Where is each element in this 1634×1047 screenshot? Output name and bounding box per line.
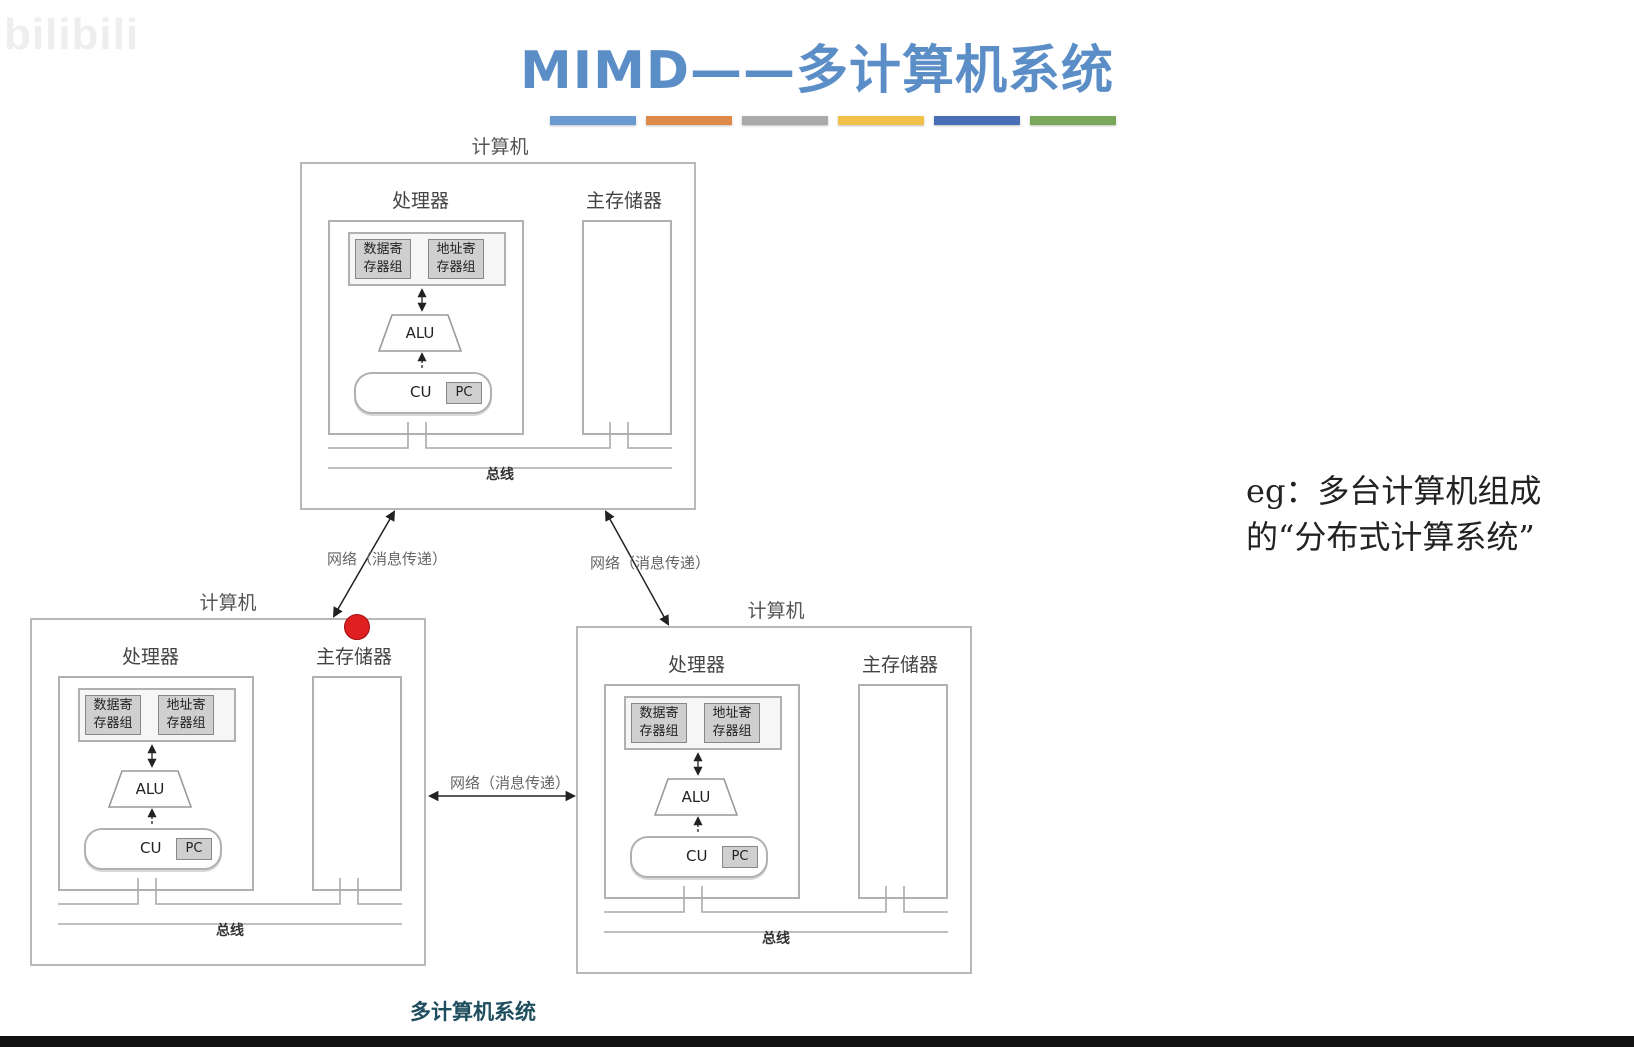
program-counter: PC	[176, 838, 212, 860]
bottom-bar	[0, 1036, 1634, 1047]
computer-right: 处理器 主存储器 数据寄 存器组 地址寄 存器组 ALU CU PC 总线	[576, 626, 972, 974]
alu-label: ALU	[135, 780, 165, 798]
example-note-line-1: eg：多台计算机组成	[1246, 472, 1542, 510]
processor-label: 处理器	[668, 654, 726, 676]
color-bar-6	[1030, 116, 1116, 125]
program-counter: PC	[722, 846, 758, 868]
cu-label: CU	[686, 847, 708, 865]
computer-top-label: 计算机	[471, 136, 529, 158]
control-unit: CU PC	[354, 372, 492, 414]
cu-label: CU	[410, 383, 432, 401]
memory-label: 主存储器	[862, 654, 939, 676]
program-counter: PC	[446, 382, 482, 404]
network-arrow-top-left	[332, 510, 396, 618]
internal-arrows	[147, 744, 157, 824]
computer-right-label: 计算机	[747, 600, 805, 622]
memory-label: 主存储器	[316, 646, 393, 668]
alu-label: ALU	[681, 788, 711, 806]
processor-box: 数据寄 存器组 地址寄 存器组 ALU CU PC	[328, 220, 524, 435]
processor-label: 处理器	[392, 190, 450, 212]
slide-title: MIMD——多计算机系统	[519, 41, 1114, 101]
computer-top: 处理器 主存储器 数据寄 存器组 地址寄 存器组 ALU CU PC 总线	[300, 162, 696, 510]
main-memory-box	[858, 684, 948, 899]
alu-label: ALU	[405, 324, 435, 342]
alu-shape	[378, 314, 462, 352]
color-bar-3	[742, 116, 828, 125]
example-note-line-2: 的“分布式计算系统”	[1246, 518, 1535, 556]
main-memory-box	[582, 220, 672, 435]
computer-left-label: 计算机	[199, 592, 257, 614]
red-pointer-dot	[344, 614, 370, 640]
control-unit: CU PC	[84, 828, 222, 870]
register-group: 数据寄 存器组 地址寄 存器组	[624, 696, 782, 750]
processor-label: 处理器	[122, 646, 180, 668]
color-bar-1	[550, 116, 636, 125]
address-register-group: 地址寄 存器组	[158, 695, 214, 735]
network-label-bottom: 网络（消息传递）	[450, 774, 571, 792]
bus-lines	[328, 422, 672, 469]
diagram-caption: 多计算机系统	[410, 1000, 536, 1024]
color-bar-5	[934, 116, 1020, 125]
bus-label: 总线	[762, 931, 790, 947]
network-arrow-top-right	[604, 510, 670, 626]
bus-label: 总线	[216, 923, 244, 939]
control-unit: CU PC	[630, 836, 768, 878]
register-group: 数据寄 存器组 地址寄 存器组	[348, 232, 506, 286]
alu-shape	[654, 778, 738, 816]
network-label-right: 网络（消息传递）	[590, 554, 711, 572]
bus-label: 总线	[486, 467, 514, 483]
network-label-left: 网络（消息传递）	[327, 550, 448, 568]
color-bar-4	[838, 116, 924, 125]
internal-arrows	[417, 288, 427, 368]
processor-box: 数据寄 存器组 地址寄 存器组 ALU CU PC	[58, 676, 254, 891]
data-register-group: 数据寄 存器组	[355, 239, 411, 279]
alu-shape	[108, 770, 192, 808]
color-bars	[550, 116, 1116, 125]
bus-lines	[604, 886, 948, 933]
cu-label: CU	[140, 839, 162, 857]
internal-arrows	[693, 752, 703, 832]
address-register-group: 地址寄 存器组	[428, 239, 484, 279]
computer-left: 处理器 主存储器 数据寄 存器组 地址寄 存器组 ALU CU PC 总线	[30, 618, 426, 966]
color-bar-2	[646, 116, 732, 125]
main-memory-box	[312, 676, 402, 891]
memory-label: 主存储器	[586, 190, 663, 212]
bilibili-watermark: bilibili	[4, 10, 140, 59]
example-note: eg：多台计算机组成 的“分布式计算系统”	[1246, 468, 1626, 560]
data-register-group: 数据寄 存器组	[631, 703, 687, 743]
data-register-group: 数据寄 存器组	[85, 695, 141, 735]
address-register-group: 地址寄 存器组	[704, 703, 760, 743]
register-group: 数据寄 存器组 地址寄 存器组	[78, 688, 236, 742]
bus-lines	[58, 878, 402, 925]
